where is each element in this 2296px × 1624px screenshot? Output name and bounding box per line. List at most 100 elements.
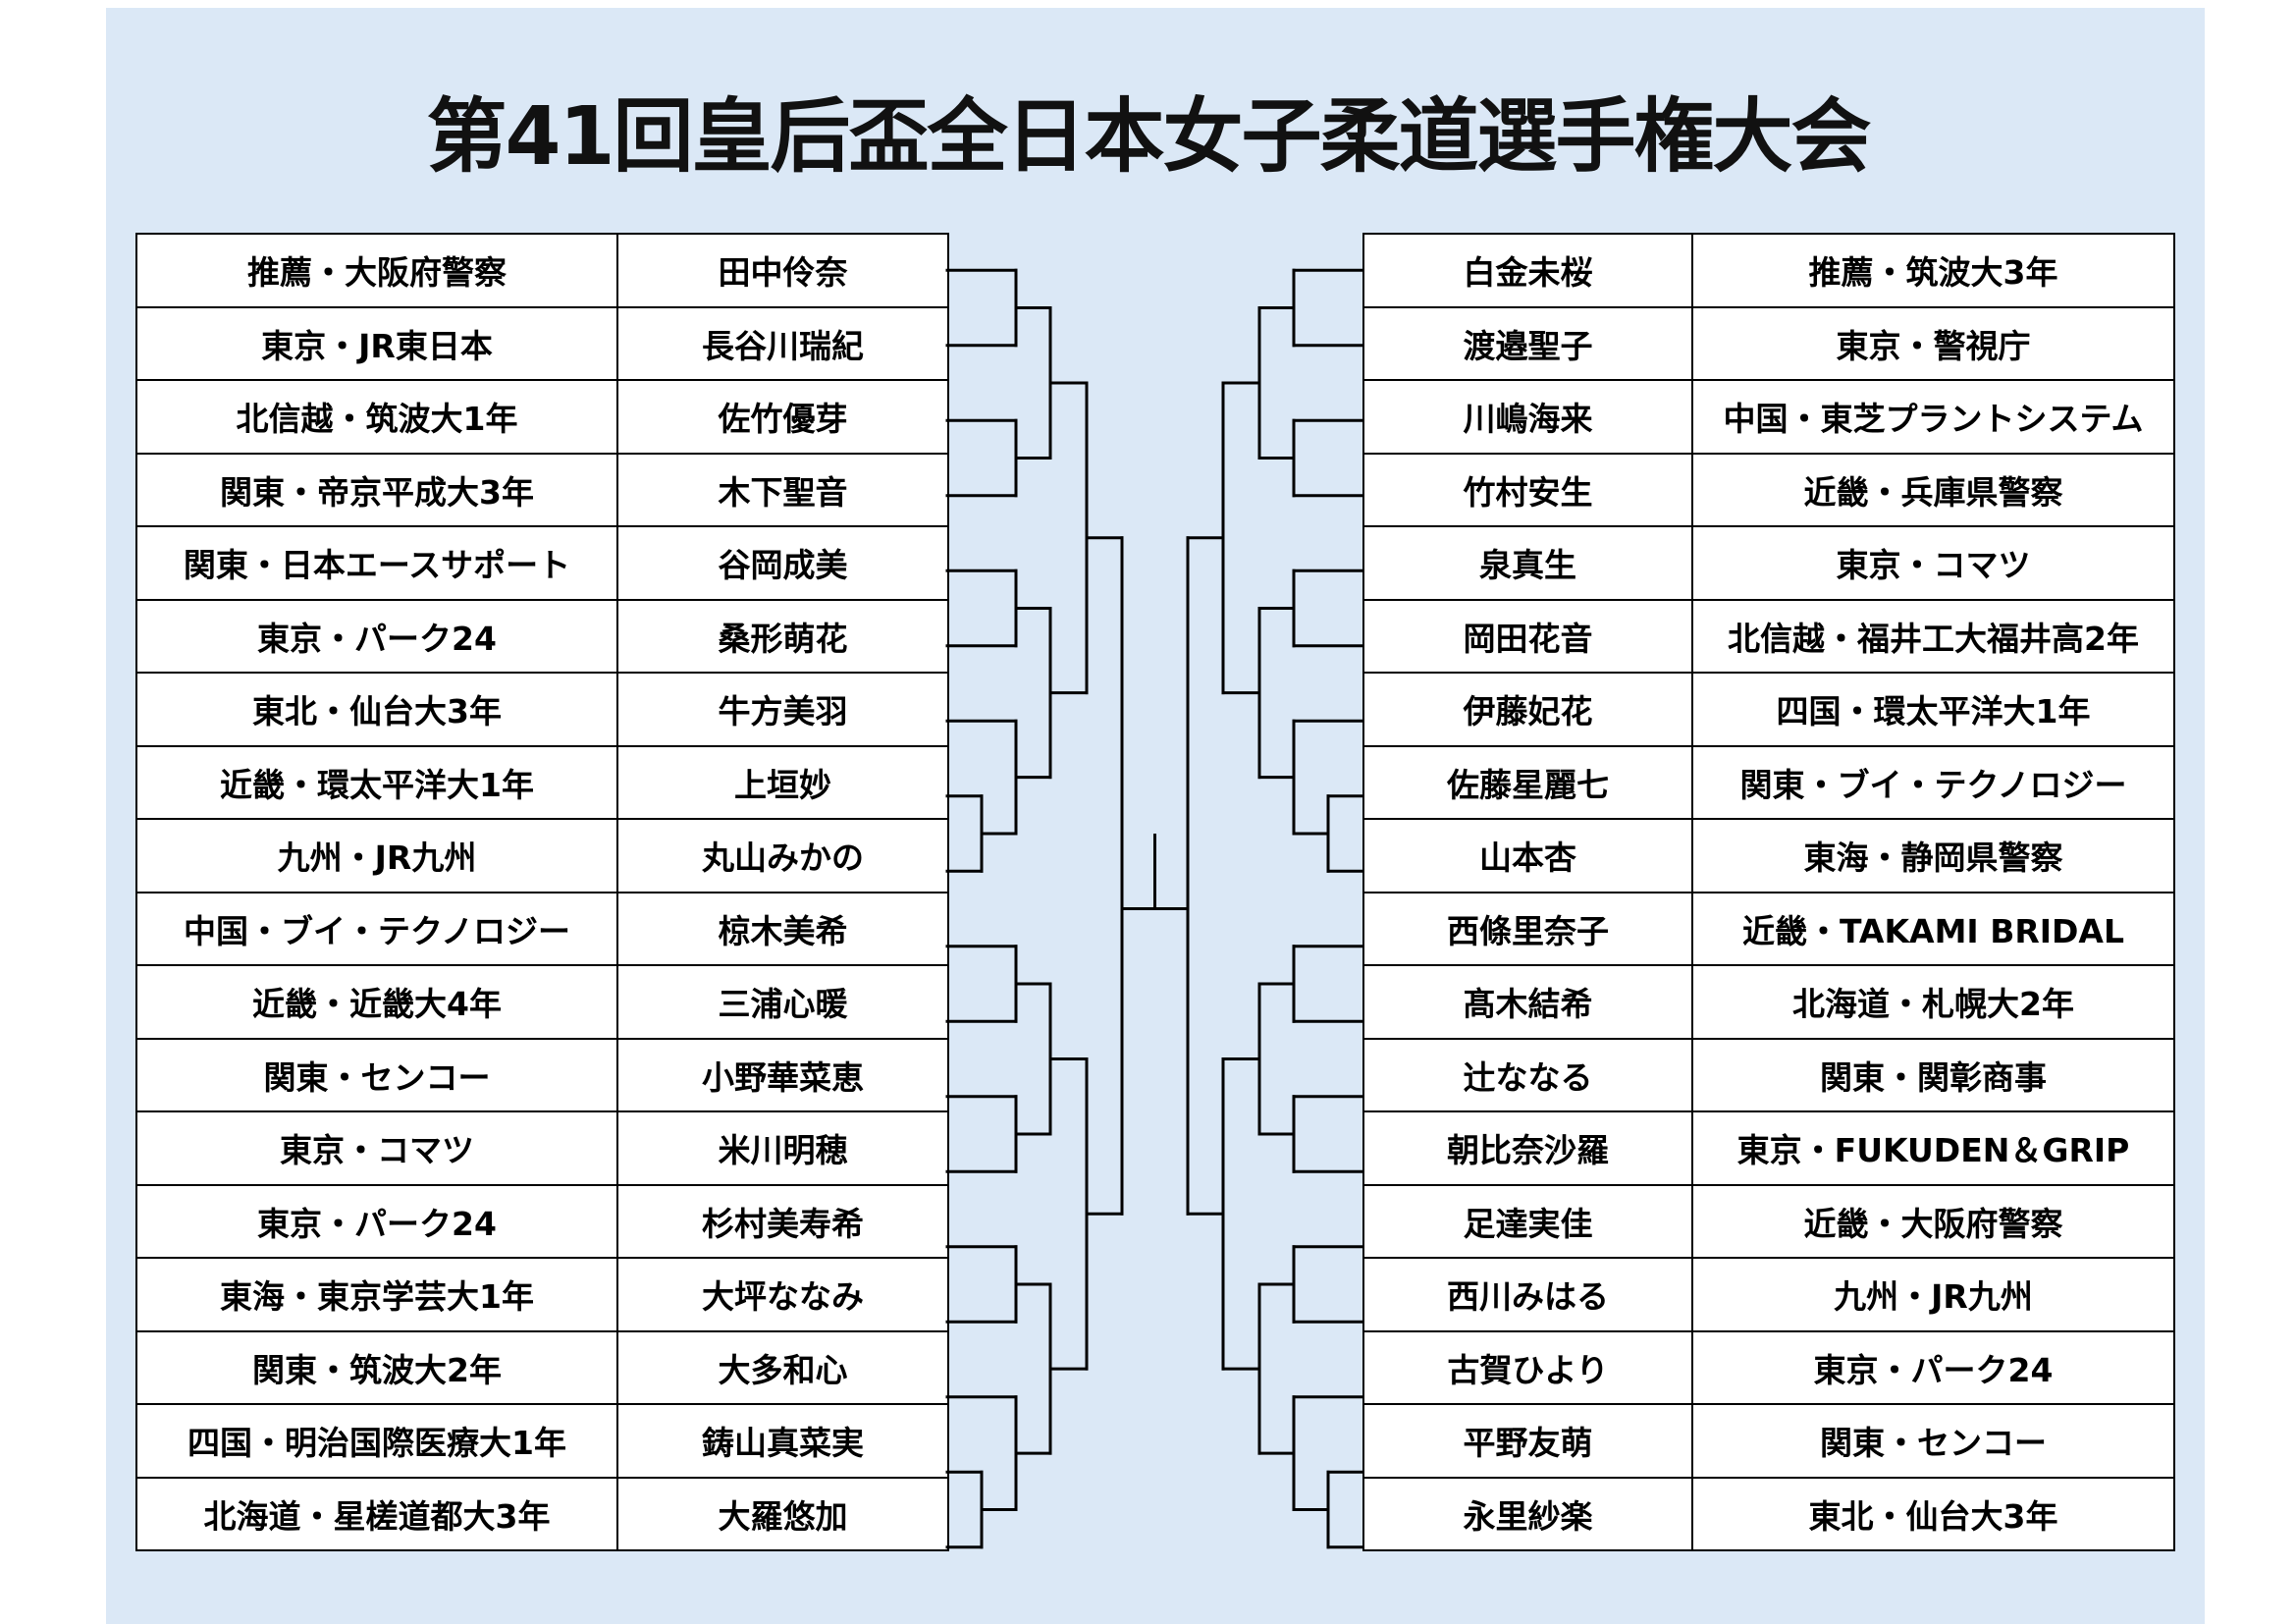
table-row: 岡田花音北信越・福井工大福井高2年	[1362, 598, 2175, 674]
table-row: 近畿・近畿大4年三浦心暖	[135, 964, 949, 1040]
athlete-name: 大多和心	[616, 1329, 949, 1405]
athlete-affiliation: 中国・東芝プラントシステム	[1691, 379, 2175, 455]
table-row: 関東・センコー小野華菜恵	[135, 1037, 949, 1112]
table-row: 東京・JR東日本長谷川瑞紀	[135, 305, 949, 381]
athlete-name: 髙木結希	[1362, 964, 1693, 1040]
athlete-name: 古賀ひより	[1362, 1329, 1693, 1405]
athlete-name: 辻ななる	[1362, 1037, 1693, 1112]
table-row: 西川みはる九州・JR九州	[1362, 1257, 2175, 1332]
table-row: 推薦・大阪府警察田中伶奈	[135, 233, 949, 308]
table-row: 東京・コマツ米川明穂	[135, 1110, 949, 1186]
right-draw-table: 白金未桜推薦・筑波大3年渡邉聖子東京・警視庁川嶋海来中国・東芝プラントシステム竹…	[1362, 233, 2175, 1551]
athlete-name: 西條里奈子	[1362, 891, 1693, 966]
athlete-name: 小野華菜恵	[616, 1037, 949, 1112]
table-row: 川嶋海来中国・東芝プラントシステム	[1362, 379, 2175, 455]
athlete-affiliation: 近畿・TAKAMI BRIDAL	[1691, 891, 2175, 966]
table-row: 渡邉聖子東京・警視庁	[1362, 305, 2175, 381]
athlete-name: 佐竹優芽	[616, 379, 949, 455]
athlete-affiliation: 推薦・筑波大3年	[1691, 233, 2175, 308]
athlete-affiliation: 関東・関彰商事	[1691, 1037, 2175, 1112]
table-row: 北信越・筑波大1年佐竹優芽	[135, 379, 949, 455]
athlete-affiliation: 九州・JR九州	[135, 818, 618, 893]
athlete-affiliation: 関東・筑波大2年	[135, 1329, 618, 1405]
page-title: 第41回皇后盃全日本女子柔道選手権大会	[426, 90, 1871, 184]
athlete-affiliation: 東京・パーク24	[1691, 1329, 2175, 1405]
table-row: 北海道・星槎道都大3年大羅悠加	[135, 1476, 949, 1551]
athlete-affiliation: 北信越・筑波大1年	[135, 379, 618, 455]
athlete-name: 佐藤星麗七	[1362, 744, 1693, 820]
table-row: 関東・帝京平成大3年木下聖音	[135, 452, 949, 527]
athlete-name: 椋木美希	[616, 891, 949, 966]
table-row: 近畿・環太平洋大1年上垣妙	[135, 744, 949, 820]
table-row: 四国・明治国際医療大1年鋳山真菜実	[135, 1403, 949, 1479]
athlete-name: 泉真生	[1362, 525, 1693, 601]
athlete-affiliation: 北信越・福井工大福井高2年	[1691, 598, 2175, 674]
athlete-affiliation: 近畿・兵庫県警察	[1691, 452, 2175, 527]
table-row: 竹村安生近畿・兵庫県警察	[1362, 452, 2175, 527]
athlete-affiliation: 東京・パーク24	[135, 598, 618, 674]
athlete-affiliation: 東京・FUKUDEN＆GRIP	[1691, 1110, 2175, 1186]
athlete-affiliation: 東京・パーク24	[135, 1183, 618, 1259]
athlete-affiliation: 北海道・札幌大2年	[1691, 964, 2175, 1040]
table-row: 泉真生東京・コマツ	[1362, 525, 2175, 601]
table-row: 九州・JR九州丸山みかの	[135, 818, 949, 893]
table-row: 関東・日本エースサポート谷岡成美	[135, 525, 949, 601]
table-row: 山本杏東海・静岡県警察	[1362, 818, 2175, 893]
athlete-name: 谷岡成美	[616, 525, 949, 601]
athlete-affiliation: 関東・センコー	[1691, 1403, 2175, 1479]
athlete-name: 田中伶奈	[616, 233, 949, 308]
athlete-affiliation: 九州・JR九州	[1691, 1257, 2175, 1332]
athlete-name: 平野友萌	[1362, 1403, 1693, 1479]
athlete-affiliation: 北海道・星槎道都大3年	[135, 1476, 618, 1551]
athlete-affiliation: 四国・環太平洋大1年	[1691, 672, 2175, 747]
athlete-name: 西川みはる	[1362, 1257, 1693, 1332]
athlete-name: 三浦心暖	[616, 964, 949, 1040]
table-row: 髙木結希北海道・札幌大2年	[1362, 964, 2175, 1040]
table-row: 辻ななる関東・関彰商事	[1362, 1037, 2175, 1112]
athlete-affiliation: 東北・仙台大3年	[1691, 1476, 2175, 1551]
athlete-affiliation: 東海・東京学芸大1年	[135, 1257, 618, 1332]
table-row: 古賀ひより東京・パーク24	[1362, 1329, 2175, 1405]
athlete-name: 永里紗楽	[1362, 1476, 1693, 1551]
athlete-name: 白金未桜	[1362, 233, 1693, 308]
table-row: 関東・筑波大2年大多和心	[135, 1329, 949, 1405]
athlete-affiliation: 中国・ブイ・テクノロジー	[135, 891, 618, 966]
athlete-name: 足達実佳	[1362, 1183, 1693, 1259]
table-row: 東海・東京学芸大1年大坪ななみ	[135, 1257, 949, 1332]
athlete-affiliation: 推薦・大阪府警察	[135, 233, 618, 308]
table-row: 白金未桜推薦・筑波大3年	[1362, 233, 2175, 308]
athlete-name: 長谷川瑞紀	[616, 305, 949, 381]
athlete-affiliation: 東京・警視庁	[1691, 305, 2175, 381]
table-row: 永里紗楽東北・仙台大3年	[1362, 1476, 2175, 1551]
table-row: 平野友萌関東・センコー	[1362, 1403, 2175, 1479]
athlete-name: 伊藤妃花	[1362, 672, 1693, 747]
athlete-name: 大坪ななみ	[616, 1257, 949, 1332]
athlete-name: 朝比奈沙羅	[1362, 1110, 1693, 1186]
table-row: 佐藤星麗七関東・ブイ・テクノロジー	[1362, 744, 2175, 820]
athlete-name: 丸山みかの	[616, 818, 949, 893]
table-row: 足達実佳近畿・大阪府警察	[1362, 1183, 2175, 1259]
athlete-affiliation: 四国・明治国際医療大1年	[135, 1403, 618, 1479]
athlete-affiliation: 近畿・近畿大4年	[135, 964, 618, 1040]
athlete-name: 岡田花音	[1362, 598, 1693, 674]
athlete-affiliation: 関東・ブイ・テクノロジー	[1691, 744, 2175, 820]
athlete-name: 大羅悠加	[616, 1476, 949, 1551]
table-row: 伊藤妃花四国・環太平洋大1年	[1362, 672, 2175, 747]
table-row: 中国・ブイ・テクノロジー椋木美希	[135, 891, 949, 966]
athlete-affiliation: 近畿・大阪府警察	[1691, 1183, 2175, 1259]
athlete-affiliation: 東京・コマツ	[135, 1110, 618, 1186]
table-row: 西條里奈子近畿・TAKAMI BRIDAL	[1362, 891, 2175, 966]
athlete-name: 杉村美寿希	[616, 1183, 949, 1259]
athlete-name: 川嶋海来	[1362, 379, 1693, 455]
athlete-name: 鋳山真菜実	[616, 1403, 949, 1479]
athlete-affiliation: 近畿・環太平洋大1年	[135, 744, 618, 820]
table-row: 東北・仙台大3年牛方美羽	[135, 672, 949, 747]
athlete-affiliation: 東京・JR東日本	[135, 305, 618, 381]
athlete-name: 米川明穂	[616, 1110, 949, 1186]
table-row: 朝比奈沙羅東京・FUKUDEN＆GRIP	[1362, 1110, 2175, 1186]
athlete-affiliation: 東京・コマツ	[1691, 525, 2175, 601]
athlete-name: 牛方美羽	[616, 672, 949, 747]
athlete-name: 桑形萌花	[616, 598, 949, 674]
